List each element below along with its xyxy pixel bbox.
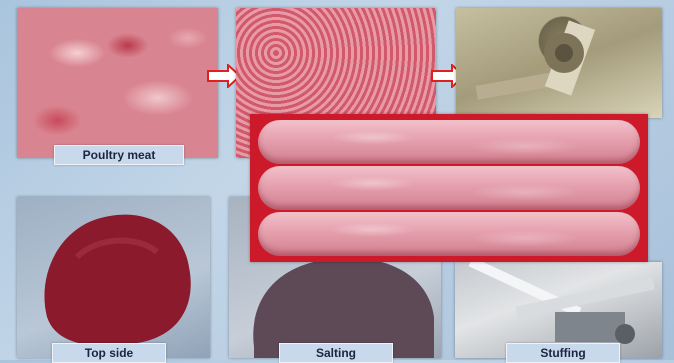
top-side-label: Top side [52, 343, 166, 363]
sausage-roll [258, 212, 640, 256]
grinder-photo [456, 8, 662, 118]
poultry-meat-photo [17, 8, 218, 158]
poultry-meat-label: Poultry meat [54, 145, 184, 165]
stuffing-label: Stuffing [506, 343, 620, 363]
top-side-photo [17, 197, 210, 358]
meat-cut-shape [17, 197, 210, 358]
sausage-roll [258, 120, 640, 164]
grinder-blade-icon [456, 8, 662, 118]
salting-label: Salting [279, 343, 393, 363]
sausage-roll [258, 166, 640, 210]
sausage-rolls-photo [250, 114, 648, 262]
